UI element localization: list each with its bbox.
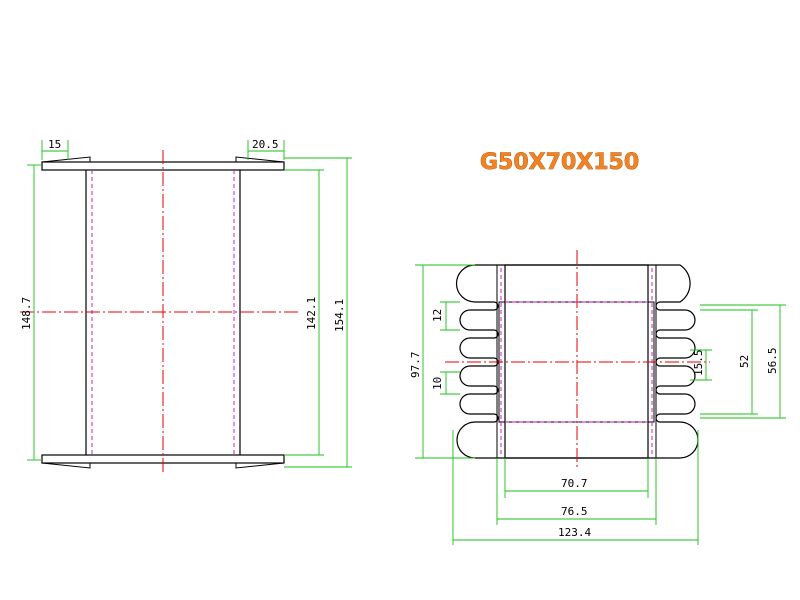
bottom-right-tab (235, 462, 285, 469)
top-view: 12 10 97.7 15.5 52 56.5 70.7 (409, 250, 786, 545)
top-right-tab (235, 156, 285, 163)
dim-window-outer: 56.5 (766, 348, 779, 375)
dim-outer-width: 76.5 (561, 505, 588, 518)
dim-height-inner: 142.1 (305, 297, 318, 330)
dim-height-total: 154.1 (333, 299, 346, 332)
dim-overall-width: 123.4 (558, 526, 591, 539)
part-title: G50X70X150 (480, 150, 639, 175)
dim-slot-width: 12 (431, 309, 444, 322)
dim-slot-gap: 10 (431, 377, 444, 390)
top-left-tab (41, 156, 91, 163)
dim-inner-width: 70.7 (561, 477, 588, 490)
dim-right-flange: 20.5 (252, 138, 279, 151)
dim-top-height: 97.7 (409, 352, 422, 379)
side-view: 15 20.5 148.7 142.1 154.1 (20, 138, 352, 472)
dim-window-height: 52 (738, 355, 751, 368)
dim-height-left: 148.7 (20, 297, 33, 330)
bottom-left-tab (41, 462, 91, 469)
dim-slot-pitch: 15.5 (692, 350, 705, 377)
dim-left-flange: 15 (48, 138, 61, 151)
